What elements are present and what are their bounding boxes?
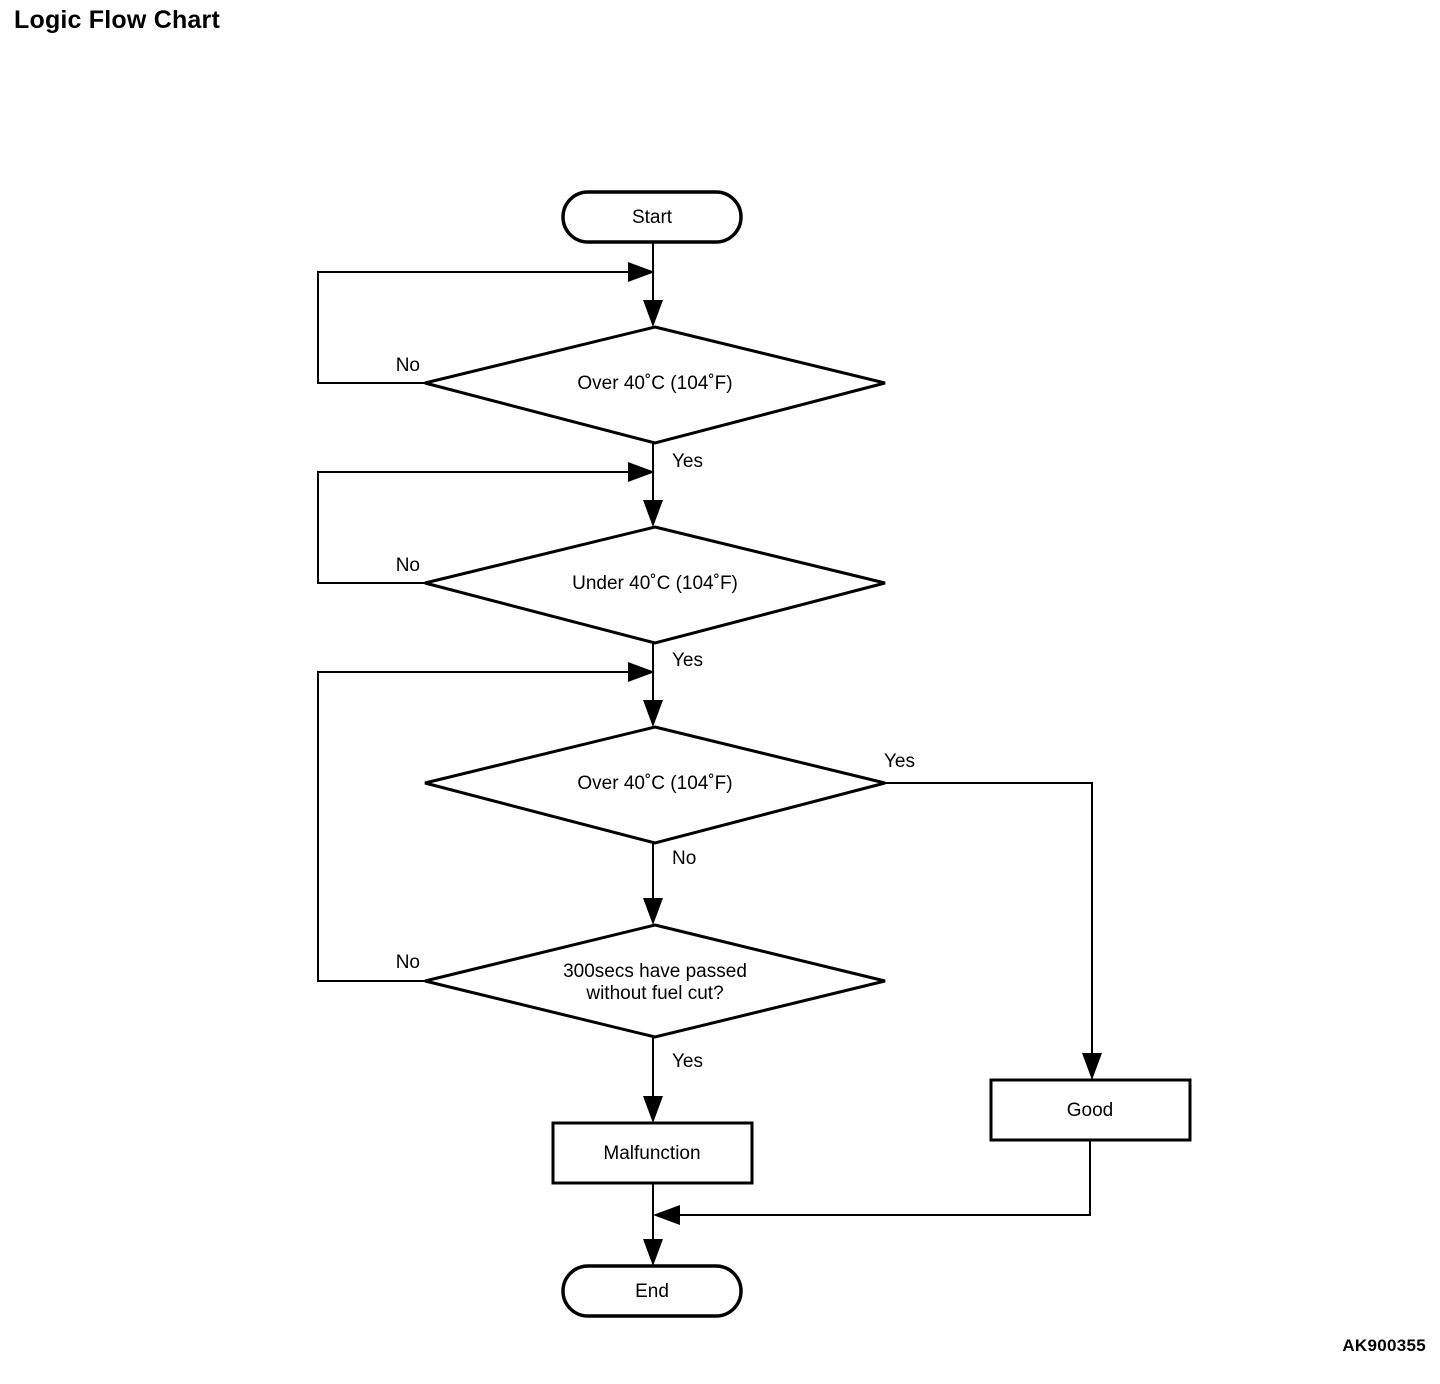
edge-label-no-3: No	[672, 848, 696, 869]
end-terminator-shape	[561, 1264, 743, 1318]
edge-decision1-no-loop: No	[317, 262, 655, 384]
edge-label-no-2: No	[396, 555, 420, 576]
node-decision-under-40c: Under 40˚C (104˚F)	[424, 525, 886, 645]
edge-line	[317, 471, 634, 584]
page-title: Logic Flow Chart	[14, 6, 220, 34]
node-decision-over-40c-first: Over 40˚C (104˚F)	[424, 325, 886, 445]
arrow-head-down-icon	[1082, 1053, 1102, 1080]
decision2-label: Under 40˚C (104˚F)	[572, 573, 738, 594]
arrow-head-down-icon	[643, 700, 663, 727]
edge-decision1-yes: Yes	[643, 443, 703, 527]
decision3-label: Over 40˚C (104˚F)	[577, 773, 732, 794]
arrow-head-right-icon	[628, 662, 655, 682]
malfunction-label: Malfunction	[603, 1143, 700, 1164]
edge-decision4-no-loop: No	[317, 662, 655, 982]
node-malfunction: Malfunction	[551, 1121, 754, 1185]
arrow-head-left-icon	[653, 1205, 680, 1225]
edge-malfunction-to-end	[643, 1183, 663, 1266]
edge-label-yes-3: Yes	[884, 751, 915, 772]
arrow-head-down-icon	[643, 300, 663, 327]
edge-line	[317, 671, 634, 982]
edge-decision2-no-loop: No	[317, 462, 655, 584]
edge-good-to-end-merge	[653, 1140, 1091, 1225]
edge-label-no-4: No	[396, 952, 420, 973]
node-start: Start	[561, 190, 743, 244]
arrow-head-down-icon	[643, 1096, 663, 1123]
decision4-label-line1: 300secs have passed	[563, 961, 747, 982]
arrow-head-down-icon	[643, 500, 663, 527]
malfunction-box-shape	[551, 1121, 754, 1185]
end-label: End	[635, 1281, 669, 1302]
arrow-head-right-icon	[628, 262, 655, 282]
edge-decision4-yes-to-malfunction: Yes	[643, 1037, 703, 1123]
node-decision-over-40c-second: Over 40˚C (104˚F)	[424, 725, 886, 845]
edge-line	[674, 1140, 1091, 1216]
node-decision-300secs: 300secs have passed without fuel cut?	[424, 923, 886, 1039]
decision3-diamond-shape	[424, 725, 886, 845]
edge-decision2-yes: Yes	[643, 643, 703, 727]
node-end: End	[561, 1264, 743, 1318]
edge-decision3-no: No	[643, 843, 696, 925]
edge-label-yes-2: Yes	[672, 650, 703, 671]
edge-line	[317, 271, 634, 384]
start-label: Start	[632, 207, 673, 228]
edge-start-to-decision1	[643, 242, 663, 327]
arrow-head-right-icon	[628, 462, 655, 482]
figure-code: AK900355	[1342, 1336, 1426, 1355]
edge-label-no-1: No	[396, 355, 420, 376]
arrow-head-down-icon	[643, 898, 663, 925]
edge-label-yes-1: Yes	[672, 451, 703, 472]
arrow-head-down-icon	[643, 1239, 663, 1266]
good-label: Good	[1067, 1100, 1113, 1121]
node-good: Good	[989, 1078, 1192, 1142]
decision4-diamond-shape	[424, 923, 886, 1039]
decision1-diamond-shape	[424, 325, 886, 445]
decision2-diamond-shape	[424, 525, 886, 645]
edge-line	[885, 782, 1093, 1063]
edge-decision3-yes-to-good: Yes	[884, 751, 1102, 1080]
decision4-label-line2: without fuel cut?	[585, 983, 723, 1004]
edge-label-yes-4: Yes	[672, 1051, 703, 1072]
decision1-label: Over 40˚C (104˚F)	[577, 373, 732, 394]
